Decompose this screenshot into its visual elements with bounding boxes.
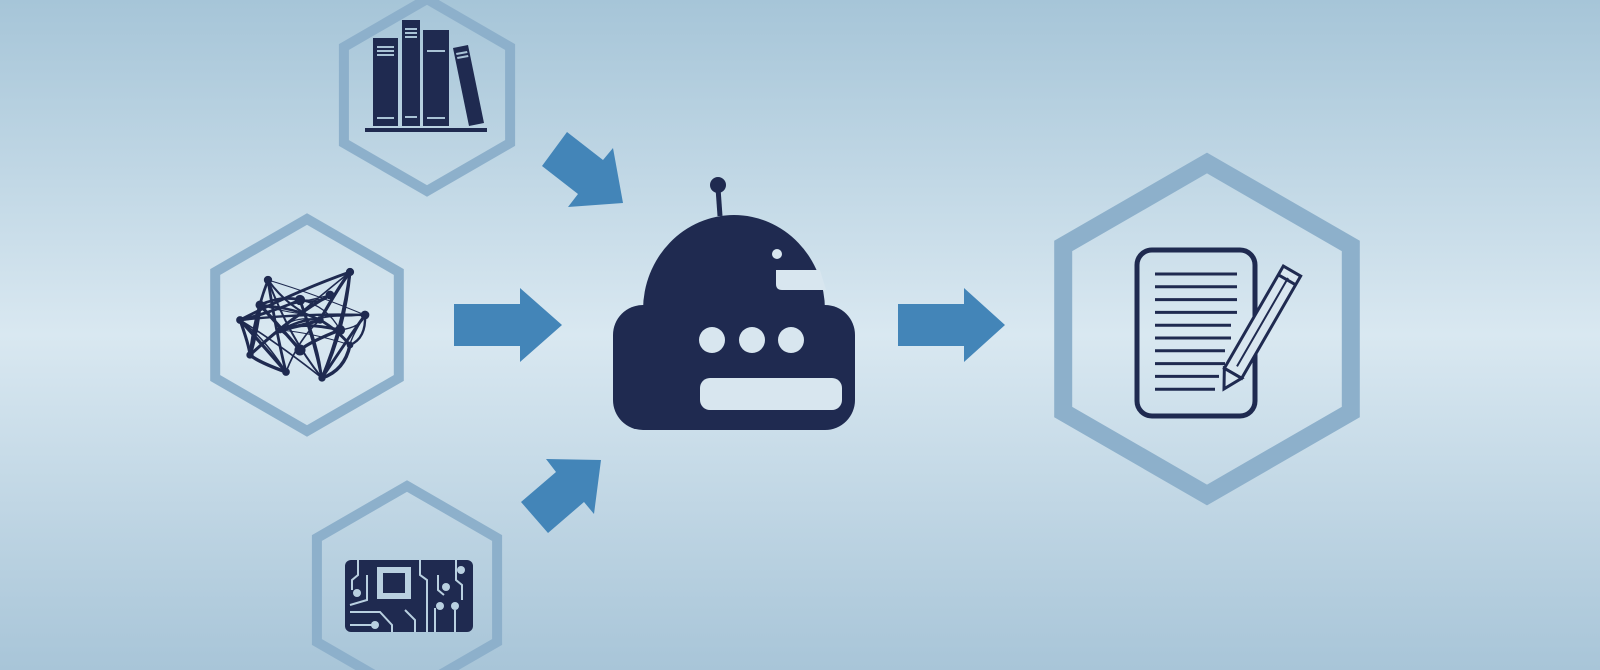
robot-icon: [613, 177, 855, 430]
hex-frame-document: [1054, 152, 1360, 506]
arrows: [454, 132, 1005, 533]
network-link: [248, 293, 331, 357]
hex-frame-network: [210, 213, 404, 437]
arrow-right-icon: [898, 288, 1005, 362]
network-link: [238, 318, 288, 374]
network-link: [259, 304, 366, 317]
hex-frame-books: [338, 0, 516, 197]
network-node: [325, 290, 335, 300]
network-link: [279, 324, 341, 332]
document-pencil-icon: [1134, 247, 1303, 419]
network-link: [285, 319, 321, 373]
hex-frame-circuit: [311, 480, 503, 670]
arrow-up-right-icon: [521, 459, 601, 533]
network-link: [239, 270, 351, 322]
network-node: [334, 324, 346, 336]
network-link: [298, 299, 324, 379]
network-link: [279, 329, 351, 346]
arrow-right-icon: [454, 288, 562, 362]
network-link: [267, 279, 366, 316]
network-link: [267, 279, 323, 379]
network-icon: [236, 267, 370, 382]
network-link: [321, 344, 352, 380]
circuit-board-icon: [345, 560, 473, 632]
network-node: [294, 344, 306, 356]
books-icon: [365, 20, 487, 132]
network-link: [239, 319, 323, 379]
network-link: [259, 303, 321, 322]
arrow-down-right-icon: [542, 132, 623, 207]
